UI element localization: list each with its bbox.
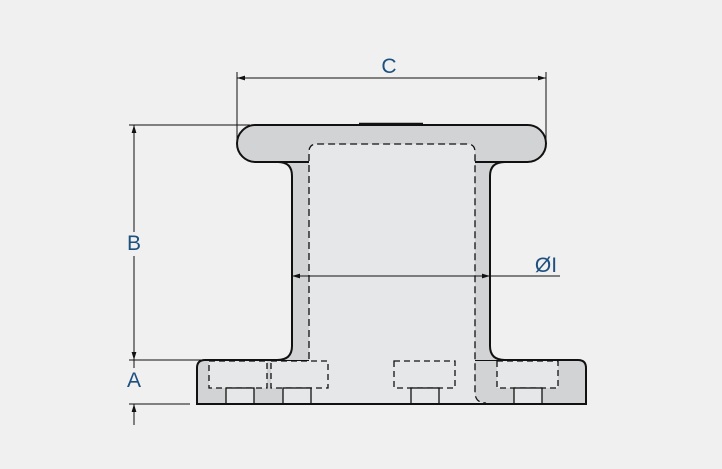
dimension-label-a: A <box>126 369 142 392</box>
base-pockets <box>208 360 559 389</box>
inner-bore <box>308 143 487 404</box>
dimension-label-diameter-i: ØI <box>534 254 558 277</box>
bolt-holes <box>225 387 543 405</box>
dimension-a <box>129 360 190 425</box>
dimension-c <box>236 72 547 140</box>
dimension-label-b: B <box>126 232 142 255</box>
dimension-label-c: C <box>381 55 397 78</box>
dimension-b <box>129 124 250 361</box>
